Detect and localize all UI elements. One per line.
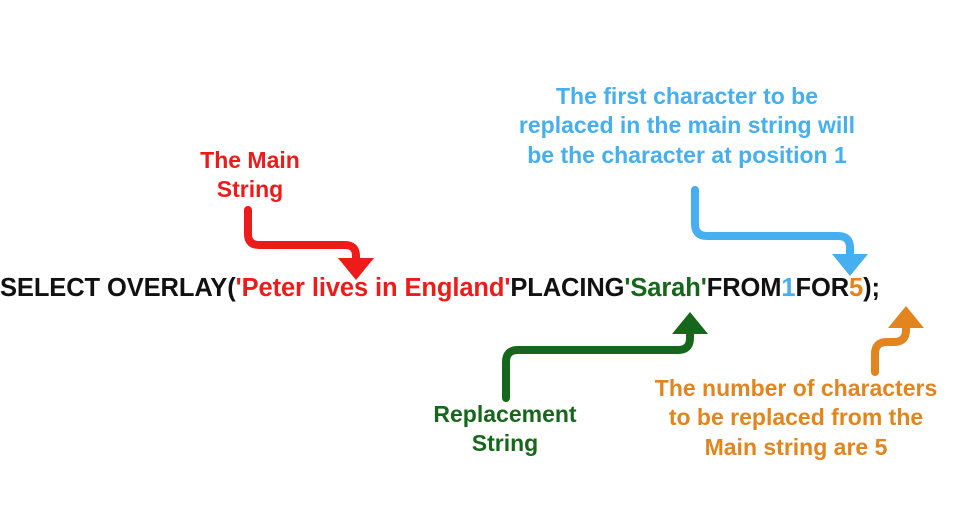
blue-arrow-icon (691, 186, 868, 276)
orange-arrow-icon (871, 306, 924, 376)
sql-token-replacement: 'Sarah' (624, 273, 707, 302)
sql-token-from-value: 1 (781, 273, 796, 302)
annotation-first-character: The first character to be replaced in th… (518, 83, 856, 168)
annotation-number-of-characters: The number of characters to be replaced … (654, 375, 938, 460)
sql-token-main-string: 'Peter lives in England' (235, 273, 511, 302)
annotation-replacement-string: Replacement String (433, 401, 577, 457)
sql-token-for-value: 5 (849, 273, 864, 302)
sql-statement: SELECT OVERLAY( 'Peter lives in England'… (0, 270, 975, 306)
sql-token-close-paren: ); (863, 273, 880, 302)
sql-token-placing: PLACING (510, 273, 625, 302)
sql-token-from: FROM (706, 273, 782, 302)
sql-token-select-overlay: SELECT OVERLAY( (0, 273, 236, 302)
annotation-main-string: The Main String (200, 147, 300, 203)
sql-token-for: FOR (795, 273, 850, 302)
